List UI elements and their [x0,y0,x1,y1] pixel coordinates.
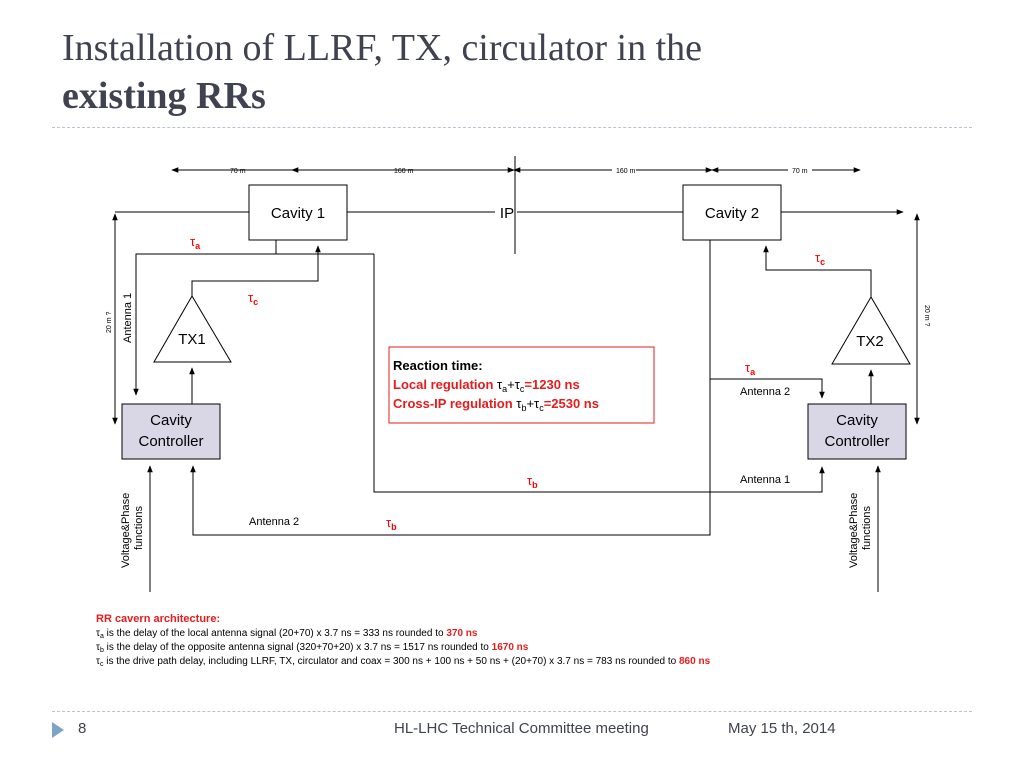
note-tau-c: τc is the drive path delay, including LL… [96,656,711,668]
controller-right-line1: Cavity [836,412,878,429]
distance-70m-right: 70 m [792,168,808,175]
distance-160m-left: 160 m [394,168,414,175]
tx1-drive-path [191,245,321,296]
tx2-drive-path [763,245,872,297]
tau-b-center: τb [527,473,538,490]
tx2-label: TX2 [856,333,884,350]
cavity-controller-right [807,403,907,460]
meeting-name: HL-LHC Technical Committee meeting [394,720,649,737]
cross-ip-antenna-1-path [373,254,825,493]
title-divider [52,127,972,128]
tau-c-left: τc [248,290,258,307]
antenna-2-right-path [710,378,825,399]
reaction-time-box [388,346,655,424]
antenna-2-left-label: Antenna 2 [249,516,299,528]
voltage-phase-left-line2: functions [133,505,145,550]
slide-title: Installation of LLRF, TX, circulator in … [62,24,702,120]
cross-ip-regulation-line: Cross-IP regulation τb+τc=2530 ns [393,396,599,413]
notes-heading: RR cavern architecture: [96,613,220,625]
slide-number: 8 [78,720,87,737]
cavity-1-label: Cavity 1 [271,205,325,222]
vertical-distance-right: 20 m ? [923,305,930,327]
tx1-label: TX1 [178,331,206,348]
voltage-phase-left-line1: Voltage&Phase [120,493,132,568]
tau-b-bottom: τb [386,515,397,532]
antenna-1-right-label: Antenna 1 [740,474,790,486]
note-tau-b: τb is the delay of the opposite antenna … [96,642,529,654]
reaction-time-heading: Reaction time: [393,358,483,373]
cavity-2-label: Cavity 2 [705,205,759,222]
controller-right-line2: Controller [824,433,889,450]
tau-a-left: τa [190,234,201,251]
vertical-distance-left: 20 m ? [106,311,113,333]
distance-dimensions: 70 m 160 m 160 m 70 m [171,167,861,175]
antenna-2-right-label: Antenna 2 [740,386,790,398]
cross-ip-antenna-2-path [190,240,711,536]
antenna-1-left-label: Antenna 1 [122,293,134,343]
tau-c-right: τc [815,250,825,267]
tx1-amplifier [153,295,232,363]
note-tau-a: τa is the delay of the local antenna sig… [96,628,478,640]
cavity-controller-left [121,403,221,460]
tx2-amplifier [831,296,911,365]
ip-label: IP [500,205,514,222]
title-line-2: existing RRs [62,75,266,117]
voltage-phase-right-line2: functions [861,505,873,550]
local-regulation-line: Local regulation τa+τc=1230 ns [393,377,580,394]
tau-a-right: τa [745,360,756,377]
distance-160m-right: 160 m [616,168,636,175]
footer-triangle-icon [52,722,64,738]
footer-divider [52,711,972,712]
controller-left-line1: Cavity [150,412,192,429]
voltage-phase-right-line1: Voltage&Phase [848,493,860,568]
antenna-1-left-path [133,240,277,396]
cavity-2-box [682,184,782,241]
controller-left-line2: Controller [138,433,203,450]
meeting-date: May 15 th, 2014 [728,720,836,737]
distance-70m-left: 70 m [230,168,246,175]
architecture-notes: RR cavern architecture: τa is the delay … [96,613,711,668]
title-line-1: Installation of LLRF, TX, circulator in … [62,27,703,69]
cavity-1-box [248,184,348,241]
